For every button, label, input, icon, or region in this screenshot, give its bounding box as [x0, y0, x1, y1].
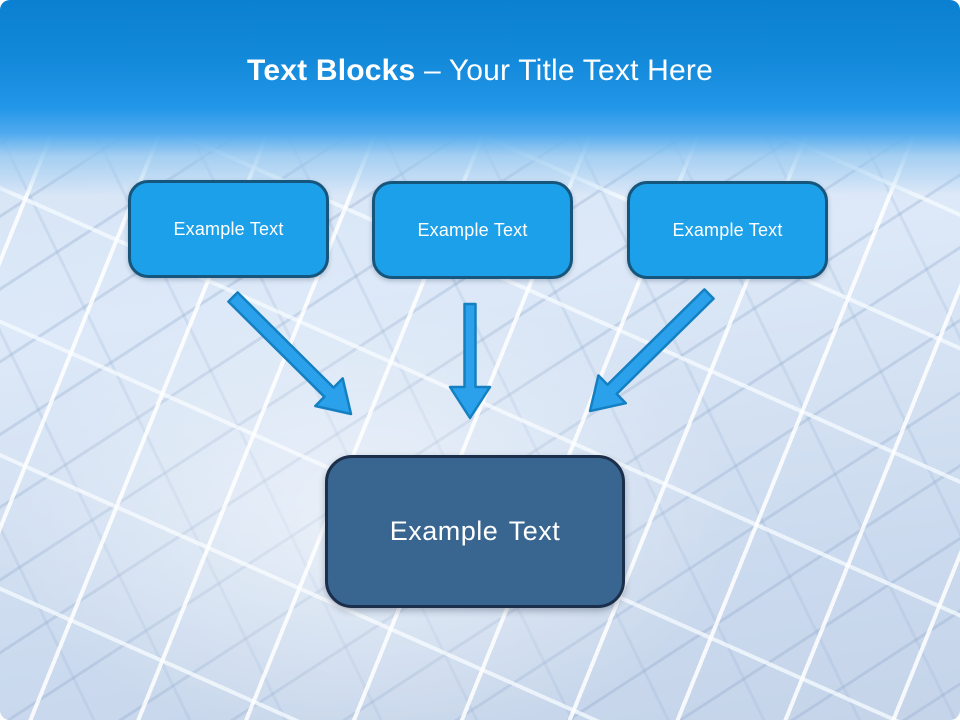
text-block-right-label: Example Text — [672, 219, 783, 240]
text-block-left-label: Example Text — [173, 218, 284, 239]
text-block-middle: Example Text — [372, 181, 573, 279]
slide-title-rest: – Your Title Text Here — [415, 54, 713, 87]
summary-block-label: Example Text — [389, 516, 561, 546]
text-block-middle-label: Example Text — [417, 219, 528, 240]
slide-title: Text Blocks – Your Title Text Here — [0, 54, 960, 87]
header-gradient-band — [0, 0, 960, 195]
slide-title-bold: Text Blocks — [247, 54, 416, 87]
text-block-right: Example Text — [627, 181, 828, 279]
summary-block: Example Text — [325, 455, 625, 608]
text-block-left: Example Text — [128, 180, 329, 278]
